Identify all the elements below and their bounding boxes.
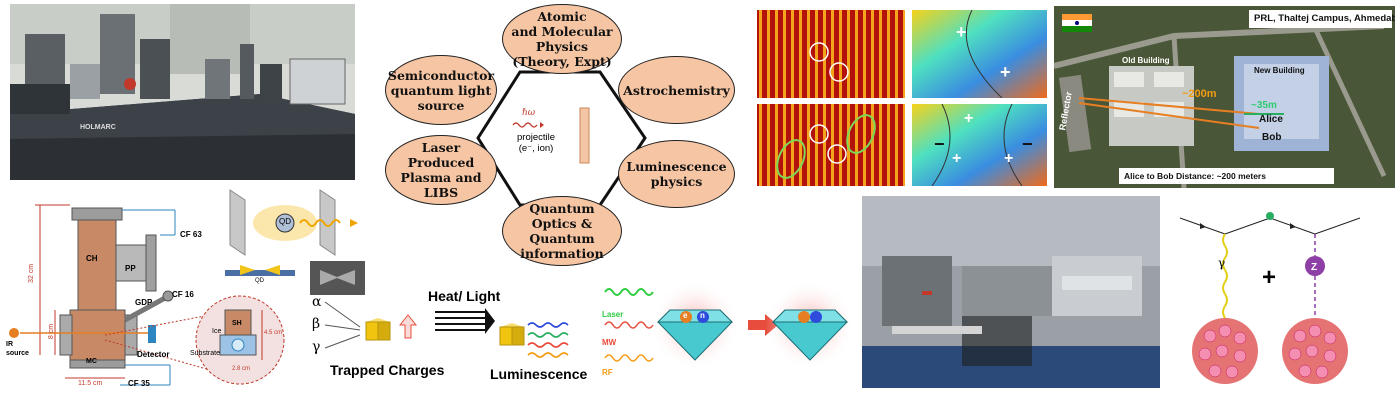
distance-200-label: ~200m bbox=[1182, 88, 1217, 100]
dim-2-8-label: 2.8 cm bbox=[232, 366, 251, 372]
dim-8-label: 8 cm bbox=[48, 323, 56, 340]
vortex-plus-4: + bbox=[952, 150, 962, 167]
dim-11-5-label: 11.5 cm bbox=[78, 380, 103, 387]
area-luminescence-physics: Luminescence physics bbox=[618, 140, 735, 208]
mw-label: MW bbox=[602, 338, 617, 347]
rf-label: RF bbox=[602, 368, 613, 377]
alice-label: Alice bbox=[1259, 114, 1283, 125]
interference-panel-2 bbox=[757, 104, 905, 186]
nucleus-label: n bbox=[700, 311, 705, 320]
vortex-minus-2: − bbox=[1022, 134, 1033, 154]
plus-sign: + bbox=[1262, 264, 1277, 291]
cf35-label: CF 35 bbox=[128, 379, 150, 388]
feynman-diagram: γ Z + bbox=[1170, 196, 1395, 396]
vortex-panel-1: + + bbox=[912, 10, 1047, 98]
heat-light-label: Heat/ Light bbox=[428, 288, 501, 304]
electron-label: e bbox=[683, 311, 688, 320]
distance-caption: Alice to Bob Distance: ~200 meters bbox=[1124, 171, 1266, 181]
projectile-label: projectile (e⁻, ion) bbox=[517, 132, 556, 154]
beta-label: β bbox=[312, 316, 321, 332]
area-atomic-molecular: Atomic and Molecular Physics (Theory, Ex… bbox=[502, 4, 622, 74]
interference-panel-1 bbox=[757, 10, 905, 98]
ice-label: Ice bbox=[212, 328, 222, 335]
cf63-label: CF 63 bbox=[180, 230, 202, 239]
distance-35-label: ~35m bbox=[1251, 100, 1277, 111]
lab-brand-label: HOLMARC bbox=[80, 124, 116, 131]
vortex-minus-1: − bbox=[934, 134, 945, 154]
ir-source-label: IR source bbox=[6, 341, 29, 357]
area-astrochemistry: Astrochemistry bbox=[618, 56, 735, 124]
ch-label: CH bbox=[86, 254, 98, 263]
quantum-dot-diagram: QD QD bbox=[225, 185, 370, 300]
qd-label: QD bbox=[279, 217, 291, 226]
campus-title: PRL, Thaltej Campus, Ahmedabad bbox=[1254, 13, 1395, 24]
detector-label: Detector bbox=[137, 350, 170, 359]
vortex-plus-3: + bbox=[964, 110, 974, 127]
vortex-plus-5: + bbox=[1004, 150, 1014, 167]
cf16-label: CF 16 bbox=[172, 290, 194, 299]
bob-label: Bob bbox=[1262, 132, 1282, 143]
vortex-panel-2: + + + − − bbox=[912, 104, 1047, 186]
lab-photo: HOLMARC bbox=[10, 4, 355, 180]
photon-symbol: ℏω bbox=[522, 108, 536, 118]
lab-photo-2 bbox=[862, 196, 1160, 388]
pp-label: PP bbox=[125, 264, 136, 273]
qd-small-label: QD bbox=[255, 278, 264, 284]
trapped-charges-label: Trapped Charges bbox=[330, 362, 445, 378]
gamma-label: γ bbox=[312, 339, 321, 355]
new-building-label: New Building bbox=[1254, 66, 1305, 75]
vortex-plus-1: + bbox=[956, 22, 967, 42]
mc-label: MC bbox=[86, 358, 97, 365]
substrate-label: Substrate bbox=[190, 350, 220, 357]
luminescence-label: Luminescence bbox=[490, 366, 588, 382]
campus-map: PRL, Thaltej Campus, Ahmedabad Old Build… bbox=[1054, 6, 1395, 188]
vortex-plus-2: + bbox=[1000, 62, 1011, 82]
sh-label: SH bbox=[232, 320, 242, 327]
gdp-label: GDP bbox=[135, 298, 153, 307]
laser-label: Laser bbox=[602, 310, 624, 319]
alpha-label: α bbox=[312, 294, 322, 310]
area-quantum-optics: Quantum Optics & Quantum information bbox=[502, 196, 622, 266]
research-areas-diagram: Atomic and Molecular Physics (Theory, Ex… bbox=[380, 0, 745, 270]
chamber-schematic: CH PP CF 63 CF 16 GDP MC CF 35 IR source… bbox=[0, 190, 380, 400]
luminescence-diagram: α β γ Heat/ Light Trapped Charges Lumine… bbox=[300, 280, 600, 395]
z-boson-label: Z bbox=[1311, 262, 1318, 273]
dim-32-label: 32 cm bbox=[28, 263, 36, 284]
area-semiconductor: Semiconductor quantum light source bbox=[385, 55, 497, 125]
dim-4-5-label: 4.5 cm bbox=[264, 330, 283, 336]
nv-center-diagram: Laser MW RF e n bbox=[600, 270, 850, 390]
area-laser-plasma: Laser Produced Plasma and LIBS bbox=[385, 135, 497, 205]
old-building-label: Old Building bbox=[1122, 56, 1170, 65]
photon-gamma-label: γ bbox=[1218, 256, 1226, 270]
